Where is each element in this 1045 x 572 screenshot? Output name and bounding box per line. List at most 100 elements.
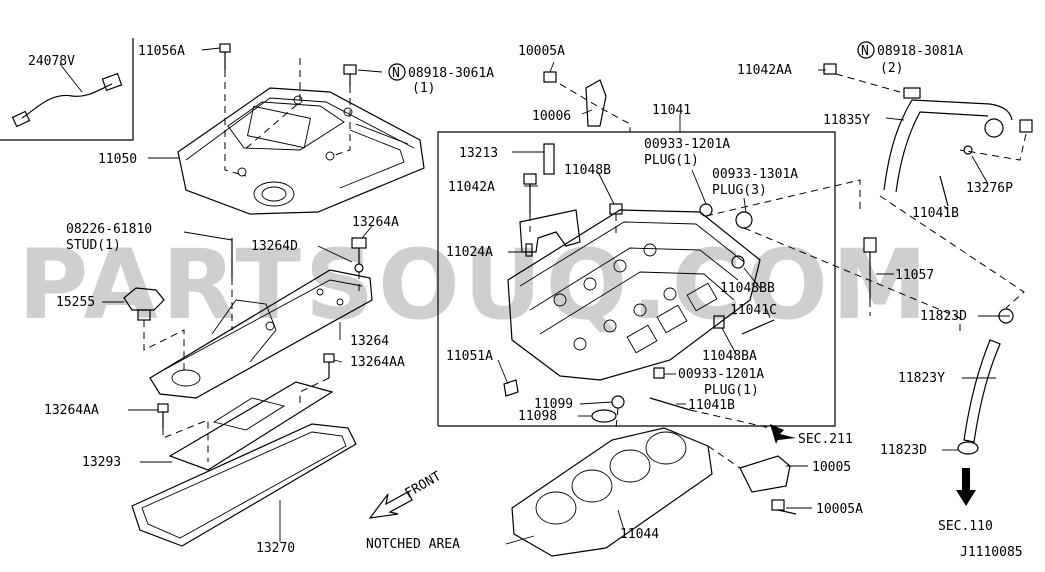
circle-n-symbol-1 xyxy=(388,63,406,81)
cylinder-head-group-box xyxy=(437,131,836,427)
oring-13276p xyxy=(963,145,973,155)
cylinder-head-11041 xyxy=(507,209,761,381)
arrow-front-icon xyxy=(368,491,413,519)
label-08918-3061a: 08918-3061A xyxy=(408,66,494,81)
label-13270: 13270 xyxy=(256,541,295,556)
label-10005a-top: 10005A xyxy=(518,44,565,59)
label-13264: 13264 xyxy=(350,334,389,349)
label-11041c: 11041C xyxy=(730,303,777,318)
bolt-10005a-bottom xyxy=(771,499,785,511)
label-11042aa-right: 11042AA xyxy=(737,63,792,78)
label-11099: 11099 xyxy=(534,397,573,412)
bolt-13264aa-left xyxy=(157,403,169,413)
bolt-10005a-top xyxy=(543,71,557,83)
label-stud1: STUD(1) xyxy=(66,238,121,253)
circle-n-symbol-2 xyxy=(857,41,875,59)
label-11823d-bottom: 11823D xyxy=(880,443,927,458)
hose-11823y xyxy=(963,339,1001,443)
baffle-plate-13293 xyxy=(168,381,334,471)
plug-00933-1301a xyxy=(735,211,753,229)
label-11048bb: 11048BB xyxy=(720,281,775,296)
washer-11099 xyxy=(611,395,625,409)
assembly-lines xyxy=(143,58,1027,469)
cam-bracket xyxy=(519,209,581,253)
stud-11041c xyxy=(741,319,775,335)
label-13293: 13293 xyxy=(82,455,121,470)
label-10005: 10005 xyxy=(812,460,851,475)
plug-00933-1201a-bottom xyxy=(653,367,665,379)
label-11041: 11041 xyxy=(652,103,691,118)
label-sec110: SEC.110 xyxy=(938,519,993,534)
stud-11041b-bottom xyxy=(649,397,691,411)
nut-08918-3081a xyxy=(1019,119,1033,133)
label-11823y: 11823Y xyxy=(898,371,945,386)
bolt-13264aa-right xyxy=(323,353,335,363)
plug-00933-1201a-top xyxy=(699,203,713,217)
label-13264aa-left: 13264AA xyxy=(44,403,99,418)
label-13276p: 13276P xyxy=(966,181,1013,196)
label-00933-1201a-top: 00933-1201A xyxy=(644,137,730,152)
label-plug1-top: PLUG(1) xyxy=(644,153,699,168)
label-11024a: 11024A xyxy=(446,245,493,260)
label-00933-1301a: 00933-1301A xyxy=(712,167,798,182)
label-sec211: SEC.211 xyxy=(798,432,853,447)
label-11044: 11044 xyxy=(620,527,659,542)
plug-11048bb xyxy=(731,255,745,269)
label-15255: 15255 xyxy=(56,295,95,310)
nut-08918-3061a xyxy=(343,64,357,86)
label-13213: 13213 xyxy=(459,146,498,161)
label-13264a: 13264A xyxy=(352,215,399,230)
label-08918-3081a-qty: (2) xyxy=(880,61,903,76)
watermark: PARTSOUQ.COM xyxy=(18,229,931,341)
label-plug3: PLUG(3) xyxy=(712,183,767,198)
arrow-sec211-icon xyxy=(770,424,796,444)
bolt-11048ba xyxy=(713,315,725,329)
leader-lines xyxy=(102,47,1010,545)
label-13264aa-right: 13264AA xyxy=(350,355,405,370)
arrow-sec110-icon xyxy=(956,468,976,506)
engine-cover-11050 xyxy=(177,87,425,215)
label-11835y: 11835Y xyxy=(823,113,870,128)
rocker-cover-13264 xyxy=(149,269,373,399)
gasket-13270 xyxy=(131,423,357,547)
circle-n-2-text: N xyxy=(861,44,869,59)
water-pipe-11835y xyxy=(883,87,1013,193)
label-11056a: 11056A xyxy=(138,44,185,59)
circle-n-1-text: N xyxy=(392,66,400,81)
label-11051a: 11051A xyxy=(446,349,493,364)
inset-box-24078v xyxy=(0,38,134,141)
label-24078v: 24078V xyxy=(28,54,75,69)
seal-11098 xyxy=(591,409,617,423)
bracket-10006 xyxy=(585,79,607,127)
dowel-13213 xyxy=(543,143,555,175)
label-08918-3061a-qty: (1) xyxy=(412,81,435,96)
label-11823d-top: 11823D xyxy=(920,309,967,324)
label-10005a-bottom: 10005A xyxy=(816,502,863,517)
label-plug1-bottom: PLUG(1) xyxy=(704,383,759,398)
seal-11051a xyxy=(503,379,519,397)
drawing-code: J1110085 xyxy=(960,545,1023,560)
label-00933-1201a-bottom: 00933-1201A xyxy=(678,367,764,382)
label-11041b-bottom: 11041B xyxy=(688,398,735,413)
pin-11024a xyxy=(525,243,533,257)
label-front: FRONT xyxy=(403,469,445,502)
label-08226-61810: 08226-61810 xyxy=(66,222,152,237)
label-11048ba: 11048BA xyxy=(702,349,757,364)
label-11098: 11098 xyxy=(518,409,557,424)
label-11050: 11050 xyxy=(98,152,137,167)
stud-11041b-right xyxy=(939,175,949,207)
label-11041b-right: 11041B xyxy=(912,206,959,221)
bolt-11056a xyxy=(219,43,231,70)
bolt-11042aa xyxy=(823,63,837,75)
label-13264d: 13264D xyxy=(251,239,298,254)
head-gasket-11044 xyxy=(511,427,713,557)
label-08918-3081a: 08918-3081A xyxy=(877,44,963,59)
label-notched-area: NOTCHED AREA xyxy=(366,537,460,552)
label-11042a: 11042A xyxy=(448,180,495,195)
callout-labels: 24078V 11056A 10005A 08918-3061A (1) 110… xyxy=(28,44,1023,560)
clamp-11823d-bottom xyxy=(957,441,979,455)
label-11048b: 11048B xyxy=(564,163,611,178)
bracket-10005 xyxy=(739,455,791,493)
label-11057: 11057 xyxy=(895,268,934,283)
